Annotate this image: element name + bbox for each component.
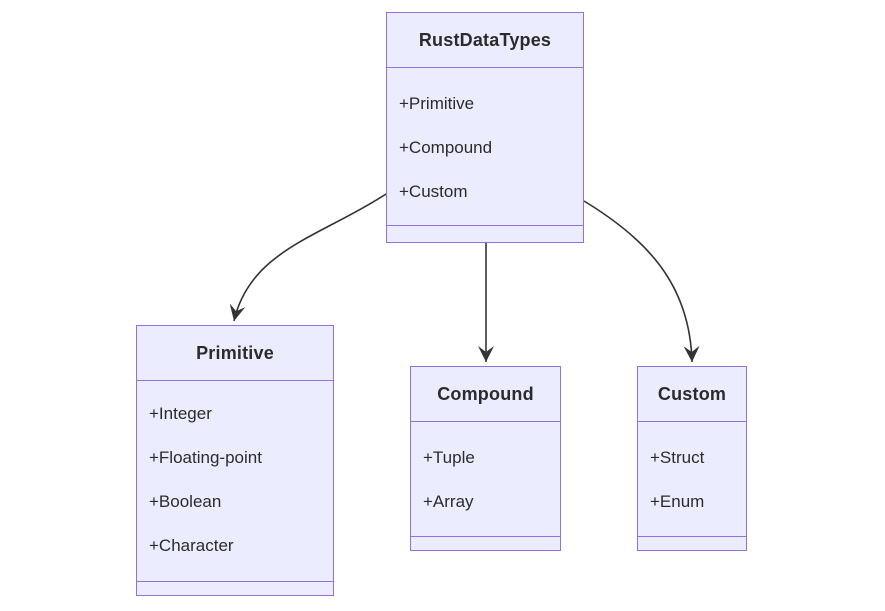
class-attribute: +Character xyxy=(149,536,234,555)
arrow-rustdatatypes-to-primitive xyxy=(229,193,387,322)
class-methods-section-empty xyxy=(137,581,333,595)
arrow-rustdatatypes-to-custom xyxy=(583,200,700,363)
class-attribute: +Tuple xyxy=(423,448,475,467)
class-attributes-section: +Integer +Floating-point +Boolean +Chara… xyxy=(137,381,333,581)
class-methods-section-empty xyxy=(411,536,560,550)
class-attribute: +Primitive xyxy=(399,94,475,113)
class-node-custom: Custom +Struct +Enum xyxy=(637,366,747,551)
class-methods-section-empty xyxy=(387,225,583,242)
class-title: Compound xyxy=(411,367,560,422)
class-attribute: +Custom xyxy=(399,182,468,201)
class-node-compound: Compound +Tuple +Array xyxy=(410,366,561,551)
class-attribute: +Integer xyxy=(149,404,212,423)
class-node-rustdatatypes: RustDataTypes +Primitive +Compound +Cust… xyxy=(386,12,584,243)
class-attribute: +Enum xyxy=(650,492,705,511)
class-title: Custom xyxy=(638,367,746,422)
class-attribute: +Struct xyxy=(650,448,705,467)
class-attribute: +Boolean xyxy=(149,492,222,511)
class-title: Primitive xyxy=(137,326,333,381)
class-attributes-section: +Tuple +Array xyxy=(411,422,560,536)
class-attributes-section: +Struct +Enum xyxy=(638,422,746,536)
class-title: RustDataTypes xyxy=(387,13,583,68)
class-attribute: +Compound xyxy=(399,138,493,157)
class-attribute: +Array xyxy=(423,492,474,511)
class-attribute: +Floating-point xyxy=(149,448,262,467)
class-methods-section-empty xyxy=(638,536,746,550)
class-node-primitive: Primitive +Integer +Floating-point +Bool… xyxy=(136,325,334,596)
class-attributes-section: +Primitive +Compound +Custom xyxy=(387,68,583,225)
